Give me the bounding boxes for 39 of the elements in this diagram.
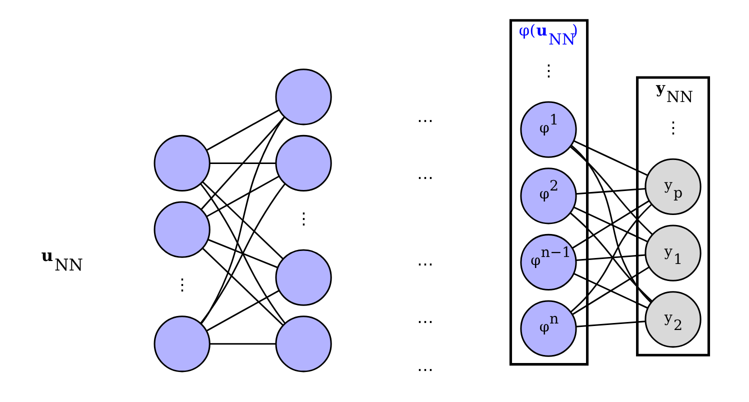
connector	[200, 116, 284, 210]
connector	[576, 320, 646, 328]
connector	[571, 200, 649, 249]
connector	[206, 290, 279, 332]
connector	[207, 238, 278, 268]
connector	[206, 176, 279, 218]
connector	[576, 254, 646, 262]
connector	[209, 343, 276, 345]
connector	[206, 109, 279, 151]
label: ⋯	[416, 111, 432, 130]
label: ⋯	[416, 312, 432, 332]
connector	[569, 146, 652, 235]
connector	[570, 204, 652, 312]
label: ⋮	[540, 61, 556, 80]
label: ⋯	[416, 168, 432, 188]
connector	[202, 248, 284, 326]
connector	[202, 181, 284, 260]
node-circle	[274, 68, 332, 126]
node-circle	[153, 316, 210, 372]
label: ⋯	[416, 360, 432, 380]
connector	[569, 212, 652, 302]
label: ⋮	[173, 276, 190, 295]
connector	[209, 162, 276, 164]
connector	[570, 144, 652, 303]
connector	[576, 188, 646, 195]
connector	[200, 183, 285, 324]
node-circle	[274, 249, 332, 306]
connector	[572, 206, 648, 242]
node-circle	[274, 134, 332, 192]
label: ⋮	[294, 209, 311, 228]
connector	[572, 140, 648, 176]
node-circle	[153, 201, 210, 258]
node-circle	[274, 316, 332, 372]
connector	[571, 266, 649, 316]
node-circle	[153, 134, 210, 192]
label: ⋯	[416, 255, 432, 274]
label: ⋮	[664, 118, 680, 138]
connector	[200, 116, 284, 324]
connector	[572, 272, 648, 309]
